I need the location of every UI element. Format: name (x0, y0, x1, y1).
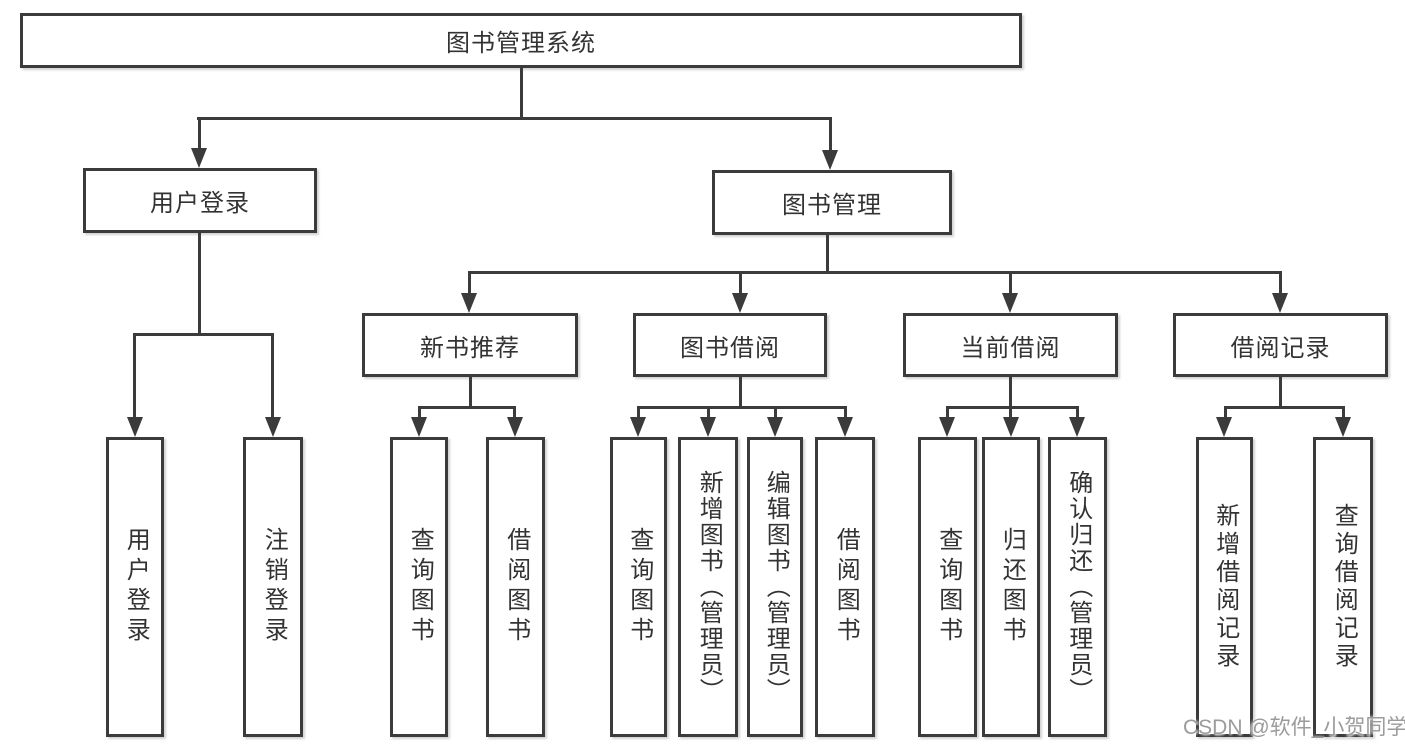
arrowhead-bor-add (700, 417, 716, 437)
leaf-current-return-label: 归还图书 (998, 527, 1026, 647)
leaf-records-add-label: 新增借阅记录 (1211, 503, 1239, 671)
arrowhead-cur-query (939, 417, 955, 437)
leaf-current-return: 归还图书 (982, 437, 1040, 737)
connector-borrow-leaf3-stem (774, 406, 777, 419)
leaf-borrow-edit: 编辑图书（管理员） (747, 437, 803, 737)
connector-user-leaf1-stem (133, 333, 136, 419)
node-user-login: 用户登录 (83, 168, 317, 233)
arrowhead-recommend (461, 293, 477, 313)
connector-l2-hline (197, 117, 832, 120)
connector-l3-stem-recommend (468, 271, 471, 295)
leaf-borrow-edit-label: 编辑图书（管理员） (762, 470, 790, 704)
leaf-current-confirm-label: 确认归还（管理员） (1064, 470, 1092, 704)
connector-l3-stem-current (1009, 271, 1012, 295)
connector-records-hline (1224, 406, 1345, 409)
arrowhead-bor-borrow (837, 417, 853, 437)
connector-borrow-hline (637, 406, 847, 409)
node-borrow-label: 图书借阅 (680, 334, 780, 362)
arrowhead-cur-confirm (1069, 417, 1085, 437)
connector-records-leaf2-stem (1342, 406, 1345, 419)
connector-l2-right-stem (829, 117, 832, 152)
leaf-current-query-label: 查询图书 (934, 527, 962, 647)
arrowhead-cur-return (1003, 417, 1019, 437)
node-records-label: 借阅记录 (1230, 334, 1331, 362)
node-records: 借阅记录 (1173, 313, 1388, 377)
connector-current-leaf1-stem (946, 406, 949, 419)
connector-recommend-stub (469, 377, 472, 409)
connector-recommend-leaf2-stem (513, 406, 516, 419)
connector-user-hline (133, 333, 274, 336)
connector-current-leaf3-stem (1076, 406, 1079, 419)
connector-user-stem (198, 233, 201, 336)
leaf-user-logout-label: 注销登录 (260, 527, 288, 647)
connector-recommend-hline (418, 406, 516, 409)
leaf-recommend-borrow: 借阅图书 (486, 437, 545, 737)
node-borrow: 图书借阅 (633, 313, 827, 377)
connector-borrow-leaf4-stem (844, 406, 847, 419)
connector-current-leaf2-stem (1009, 406, 1012, 419)
arrowhead-records (1272, 293, 1288, 313)
leaf-records-query: 查询借阅记录 (1313, 437, 1373, 737)
leaf-borrow-add-label: 新增图书（管理员） (695, 470, 723, 704)
arrowhead-rcd-query (1335, 417, 1351, 437)
node-book-mgmt-label: 图书管理 (782, 192, 882, 219)
connector-current-stub (1009, 377, 1012, 409)
arrowhead-bor-edit (767, 417, 783, 437)
connector-borrow-stub (739, 377, 742, 409)
connector-book-stem (826, 235, 829, 274)
arrowhead-current (1002, 293, 1018, 313)
leaf-borrow-borrow: 借阅图书 (815, 437, 875, 737)
node-recommend-label: 新书推荐 (420, 334, 520, 362)
connector-records-leaf1-stem (1224, 406, 1227, 419)
connector-borrow-leaf1-stem (637, 406, 640, 419)
leaf-records-add: 新增借阅记录 (1196, 437, 1253, 737)
arrowhead-bor-query (630, 417, 646, 437)
connector-l2-left-stem (198, 117, 201, 150)
node-root: 图书管理系统 (20, 13, 1022, 68)
connector-current-hline (946, 406, 1079, 409)
connector-l3-stem-borrow (739, 271, 742, 295)
leaf-current-confirm: 确认归还（管理员） (1048, 437, 1107, 737)
arrowhead-borrow (732, 293, 748, 313)
arrowhead-rec-query (411, 417, 427, 437)
connector-l3-stem-records (1279, 271, 1282, 295)
leaf-current-query: 查询图书 (918, 437, 977, 737)
connector-borrow-leaf2-stem (707, 406, 710, 419)
node-user-login-label: 用户登录 (150, 190, 250, 217)
leaf-borrow-query-label: 查询图书 (625, 527, 653, 647)
leaf-recommend-query: 查询图书 (390, 437, 448, 737)
node-root-label: 图书管理系统 (446, 30, 596, 57)
leaf-borrow-add: 新增图书（管理员） (678, 437, 738, 737)
connector-recommend-leaf1-stem (418, 406, 421, 419)
arrowhead-leaf-user-login (127, 417, 143, 437)
leaf-records-query-label: 查询借阅记录 (1330, 503, 1358, 671)
leaf-user-login: 用户登录 (106, 437, 164, 737)
node-recommend: 新书推荐 (362, 313, 578, 377)
connector-root-stem (520, 68, 523, 120)
arrowhead-leaf-user-logout (265, 417, 281, 437)
node-book-mgmt: 图书管理 (712, 170, 952, 235)
arrowhead-user-login (191, 148, 207, 168)
connector-records-stub (1279, 377, 1282, 409)
arrowhead-rec-borrow (507, 417, 523, 437)
leaf-recommend-query-label: 查询图书 (406, 527, 434, 647)
leaf-recommend-borrow-label: 借阅图书 (502, 527, 530, 647)
leaf-borrow-borrow-label: 借阅图书 (832, 527, 860, 647)
connector-l3-hline (468, 271, 1282, 274)
leaf-user-logout: 注销登录 (243, 437, 303, 737)
leaf-user-login-label: 用户登录 (122, 527, 150, 647)
node-current: 当前借阅 (903, 313, 1118, 377)
arrowhead-rcd-add (1216, 417, 1232, 437)
node-current-label: 当前借阅 (960, 334, 1061, 362)
arrowhead-book-mgmt (822, 150, 838, 170)
leaf-borrow-query: 查询图书 (610, 437, 667, 737)
watermark-text: CSDN @软件_小贺同学 (1183, 716, 1405, 739)
connector-user-leaf2-stem (271, 333, 274, 419)
